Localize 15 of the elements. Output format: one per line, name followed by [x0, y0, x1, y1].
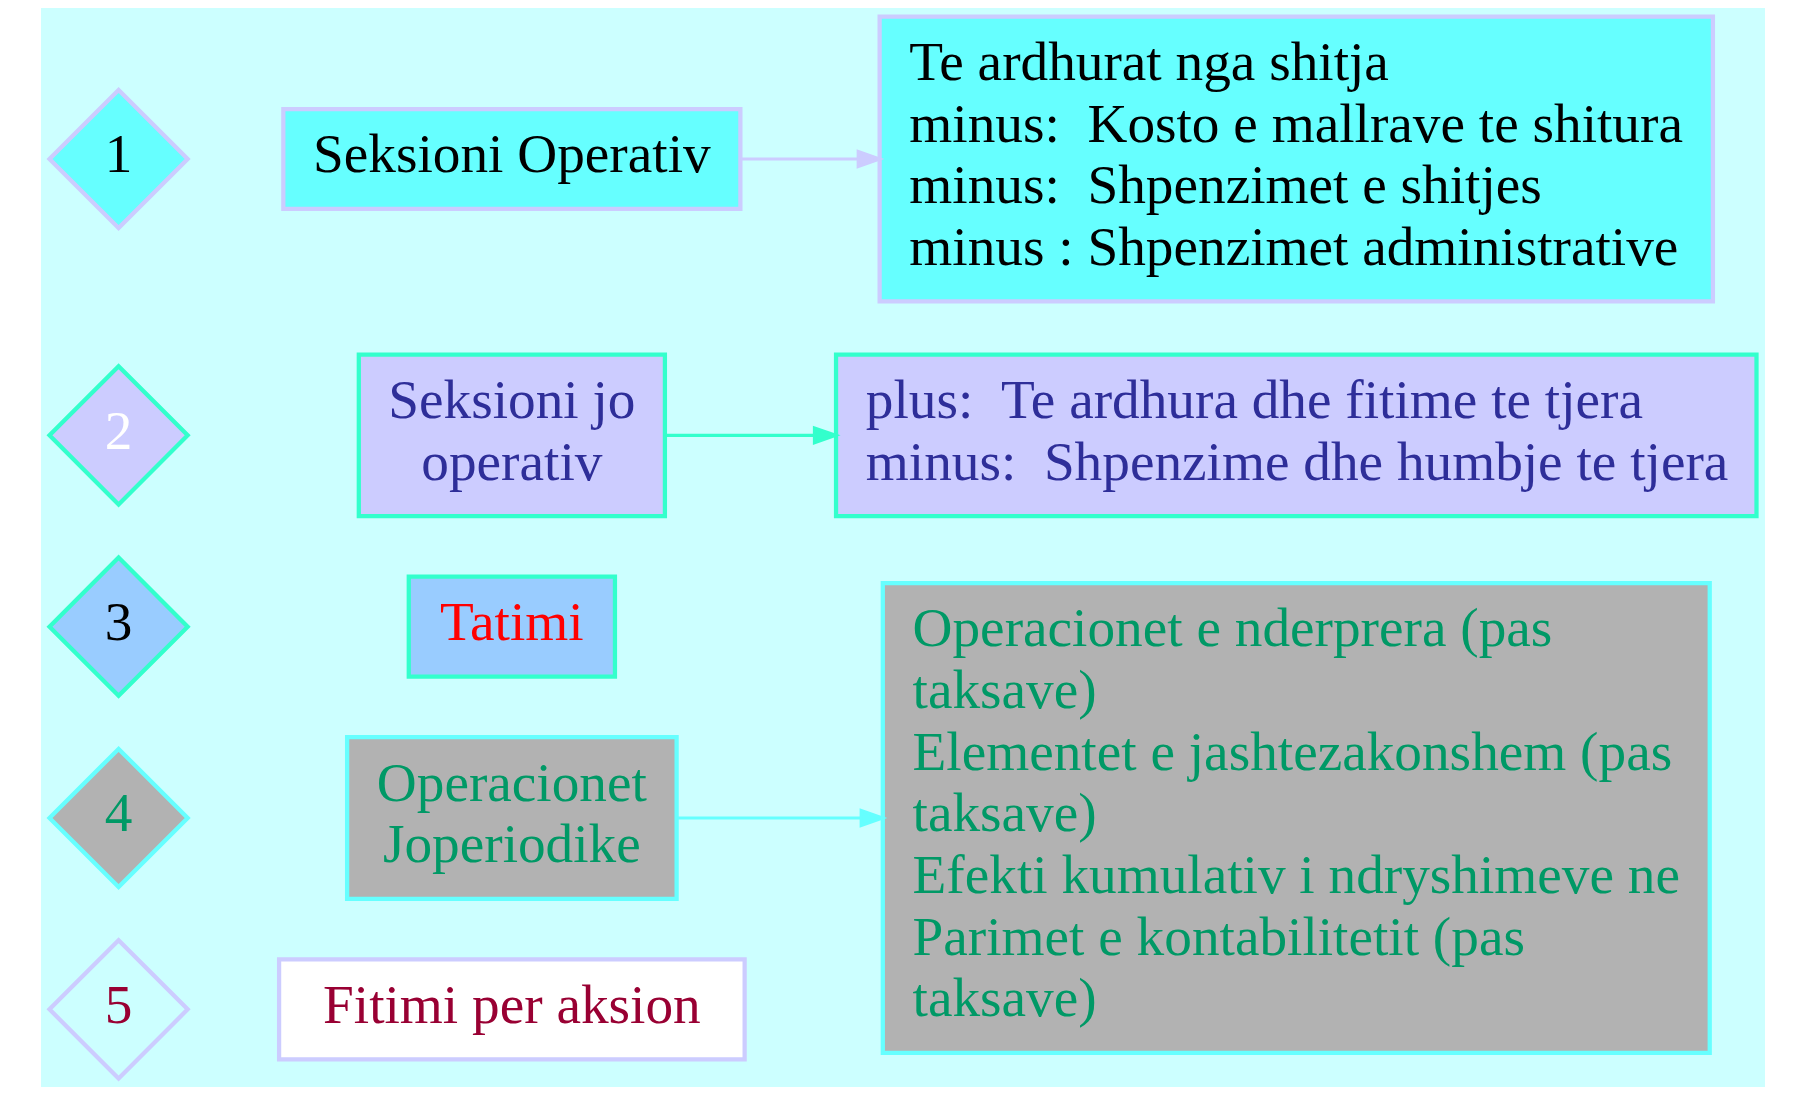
node-diamond: 3 [46, 554, 191, 699]
arrow [677, 808, 887, 828]
node-diamond: 5 [46, 937, 191, 1082]
node-box: Operacionet e nderprera (pas taksave) Elementet e jashtezakonshem (pas taksave) Efekti kumulativ i ndryshimeve ne Parimet e kontabilitetit (pas taksave) [880, 581, 1712, 1056]
arrow [740, 149, 884, 169]
node-box: Fitimi per aksion [276, 957, 747, 1062]
node-box: plus: Te ardhura dhe fitime te tjera minus: Shpenzime dhe humbje te tjera [833, 352, 1759, 519]
arrow [664, 425, 841, 446]
node-box: Seksioni jo operativ [356, 352, 667, 519]
node-box: Operacionet Joperiodike [344, 735, 679, 901]
node-diamond: 4 [46, 745, 191, 891]
node-box: Seksioni Operativ [280, 106, 742, 212]
node-box: Tatimi [406, 574, 617, 679]
node-box: Te ardhurat nga shitja minus: Kosto e mallrave te shitura minus: Shpenzimet e shitjes minus : Shpenzimet administrative [877, 14, 1715, 304]
node-diamond: 1 [46, 86, 191, 232]
